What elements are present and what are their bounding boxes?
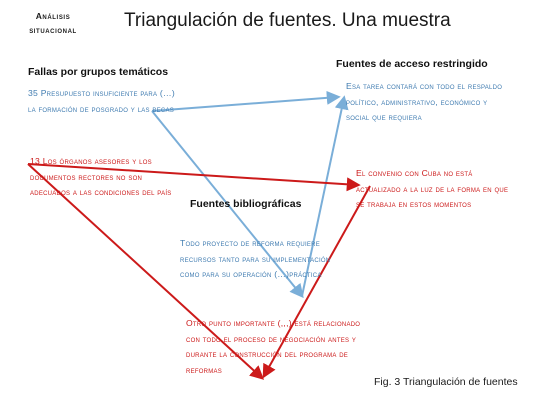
heading-thematic-failures: Fallas por grupos temáticos (28, 66, 169, 78)
corner-label-line1: Análisis (35, 11, 71, 21)
text-left-blue: 35 Presupuesto insuficiente para (…) la … (28, 88, 175, 114)
text-right-red: El convenio con Cuba no está actualizado… (356, 168, 509, 209)
corner-label-line2: situacional (29, 25, 77, 35)
text-center-blue: Todo proyecto de reforma requiere recurs… (180, 238, 331, 279)
slide-title: Triangulación de fuentes. Una muestra (124, 10, 451, 31)
blue-arrow-left-to-center (151, 110, 304, 299)
text-center-red: Otro punto importante (,,,) está relacio… (186, 318, 361, 375)
figure-caption: Fig. 3 Triangulación de fuentes (374, 376, 518, 388)
heading-restricted-sources: Fuentes de acceso restringido (336, 58, 488, 70)
text-right-blue: Esa tarea contará con todo el respaldo p… (346, 81, 503, 122)
corner-label: Análisis situacional (12, 9, 94, 37)
blue-arrow-left-to-right (151, 90, 341, 112)
red-arrow-left-to-center (27, 163, 265, 380)
blue-arrow-center-to-right (301, 95, 349, 297)
red-arrow-right-to-center (262, 185, 371, 379)
heading-bibliographic-sources: Fuentes bibliográficas (190, 198, 302, 210)
red-arrow-left-to-right (27, 163, 361, 192)
text-left-red: 13 Los órganos asesores y los documentos… (30, 156, 172, 197)
